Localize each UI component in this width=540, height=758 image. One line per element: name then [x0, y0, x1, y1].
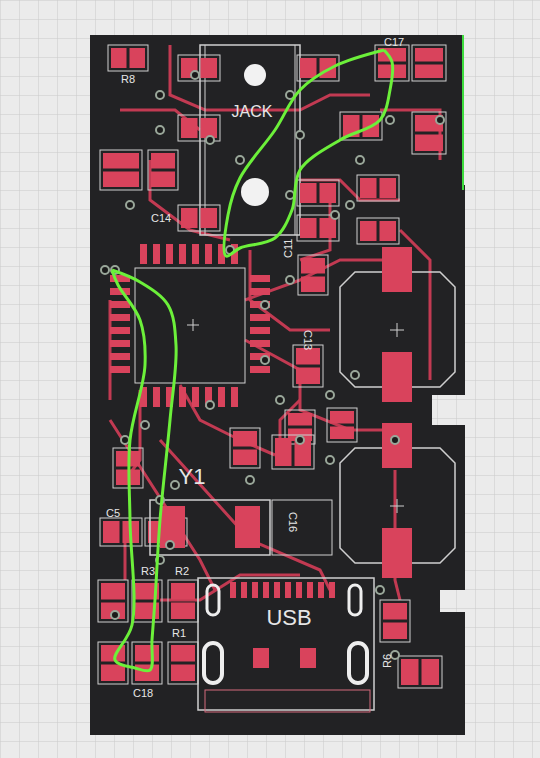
- mounting-hole: [244, 64, 266, 86]
- smd-part: [412, 112, 446, 154]
- smd-part: [132, 642, 162, 684]
- highlight-outline: [112, 270, 176, 671]
- part-label: JACK: [205, 103, 299, 121]
- crystal: Y1: [160, 464, 224, 490]
- smd-part: [293, 345, 323, 387]
- smd-part: [168, 642, 198, 684]
- via: [296, 131, 304, 139]
- via: [331, 211, 339, 219]
- reference-designator: C13: [302, 330, 313, 350]
- smd-part: [272, 435, 314, 469]
- via: [126, 201, 134, 209]
- board: [90, 35, 465, 735]
- via: [286, 191, 294, 199]
- via: [391, 436, 399, 444]
- reference-designator: C11: [283, 239, 294, 258]
- smd-part: [100, 518, 142, 546]
- reference-designator: C5: [106, 508, 120, 519]
- smd-part: [168, 580, 198, 622]
- jack-connector: JACK: [205, 103, 299, 121]
- via: [246, 476, 254, 484]
- reference-designator: R3: [141, 566, 155, 577]
- via: [286, 276, 294, 284]
- via: [166, 541, 174, 549]
- smd-part: [398, 656, 442, 688]
- via: [376, 586, 384, 594]
- inductor: [340, 423, 455, 578]
- via: [351, 371, 359, 379]
- part-label: USB: [245, 605, 333, 631]
- via: [156, 91, 164, 99]
- smd-part: [148, 150, 178, 190]
- via: [111, 611, 119, 619]
- smd-part: [357, 175, 399, 201]
- smd-part: [98, 642, 128, 684]
- smd-part: [132, 580, 162, 622]
- via: [276, 396, 284, 404]
- via: [326, 456, 334, 464]
- via: [296, 436, 304, 444]
- copper-trace: [180, 385, 275, 455]
- copper-trace: [250, 250, 330, 330]
- usb-connector: [198, 578, 374, 712]
- via: [236, 156, 244, 164]
- reference-designator: C17: [384, 37, 404, 48]
- reference-designator: C16: [287, 512, 298, 532]
- copper-trace: [245, 340, 395, 430]
- copper-trace: [150, 160, 230, 240]
- jack-outline: [295, 45, 296, 235]
- via: [156, 126, 164, 134]
- smd-part: [98, 580, 128, 622]
- smd-part: [100, 150, 142, 190]
- via: [346, 201, 354, 209]
- reference-designator: R6: [382, 654, 393, 668]
- via: [326, 391, 334, 399]
- via: [206, 136, 214, 144]
- via: [191, 71, 199, 79]
- smd-part: [297, 180, 339, 206]
- regulator-outline: [272, 500, 332, 555]
- usb-connector: USB: [245, 605, 333, 631]
- via: [141, 421, 149, 429]
- via: [101, 266, 109, 274]
- smd-part: [357, 218, 399, 244]
- via: [436, 116, 444, 124]
- reference-designator: R1: [172, 628, 186, 639]
- smd-part: [230, 428, 260, 468]
- reference-designator: R8: [121, 74, 135, 85]
- reference-designator: R2: [175, 566, 189, 577]
- part-label: Y1: [160, 464, 224, 490]
- mounting-hole: [241, 178, 269, 206]
- reference-designator: C14: [151, 213, 171, 224]
- via: [121, 436, 129, 444]
- via: [356, 156, 364, 164]
- via: [171, 481, 179, 489]
- via: [386, 116, 394, 124]
- highlight-outline: [224, 50, 393, 256]
- reference-designator: C18: [133, 688, 153, 699]
- via: [261, 301, 269, 309]
- via: [261, 356, 269, 364]
- smd-part: [380, 600, 410, 642]
- qfp-chip: [110, 244, 270, 407]
- smd-part: [178, 205, 220, 231]
- jack-outline: [200, 45, 300, 235]
- board-edge-mark: [462, 35, 464, 190]
- smd-part: [298, 255, 328, 295]
- inductor: [340, 247, 455, 402]
- smd-part: [327, 408, 357, 442]
- smd-part: [178, 55, 220, 81]
- crystal: [150, 500, 270, 555]
- via: [206, 401, 214, 409]
- smd-part: [108, 45, 148, 71]
- smd-part: [412, 45, 446, 81]
